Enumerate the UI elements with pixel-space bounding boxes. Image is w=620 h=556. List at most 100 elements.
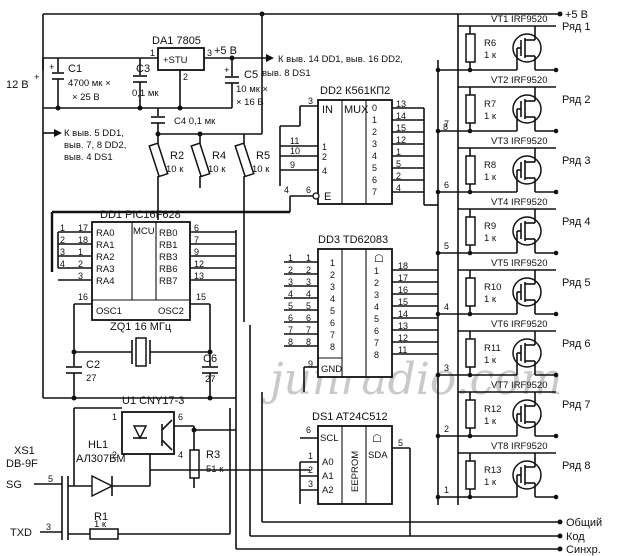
c3-value: 0,1 мк [132,88,159,99]
vt-transistor-body [512,399,542,429]
dd3-out-pin: 16 [398,285,408,295]
svg-text:☖: ☖ [372,433,382,445]
vt-gate-resistor [465,460,476,490]
c1-value-2: × 25 В [72,92,100,103]
r5-label: R5 [256,150,270,162]
vt-row-label: Ряд 6 [562,338,591,350]
dd3-in-label: 3 [330,282,335,292]
r2-value: 10 к [166,164,184,175]
vt-transistor-label: VT4 IRF9520 [491,197,548,208]
dd2-out-label: 2 [372,127,377,137]
vt-row-label: Ряд 4 [562,216,591,228]
svg-text:5: 5 [48,474,53,484]
dd3-out-label: 2 [374,278,379,288]
vt-resistor-value: 1 к [484,416,497,427]
dd3-out-label: 7 [374,338,379,348]
dd2-out-label: 7 [372,187,377,197]
dd2-addr-pin: 10 [290,146,300,156]
dd2-out-pin: 15 [396,123,406,133]
vt-resistor-label: R13 [484,465,501,476]
dd3-in-ext: 5 [288,301,293,311]
dd1-right-pin: 12 [194,259,204,269]
vt-resistor-label: R10 [484,282,501,293]
svg-text:6: 6 [178,412,183,422]
dd1-right-label: RB3 [159,252,177,263]
vt-pin: 4 [444,302,449,312]
ds1-label: DS1 AT24C512 [312,411,388,423]
dd1-right-label: RB6 [159,264,177,275]
dd3-in-ext: 7 [288,325,293,335]
note-pwr-1: К выв. 14 DD1, выв. 16 DD2, [278,54,403,65]
c2-value: 27 [86,373,97,384]
dd2-out-pin: 12 [396,135,406,145]
v12-label: 12 В [6,79,29,91]
connector-name: XS1 [14,445,35,457]
out-sync: Синхр. [566,544,601,556]
vt-row-label: Ряд 5 [562,277,591,289]
dd3-out-label: 6 [374,326,379,336]
svg-text:2: 2 [308,465,313,475]
vt-resistor-value: 1 к [484,355,497,366]
dd2-addr-label: 1 [322,142,327,152]
dd3-in-label: 1 [330,258,335,268]
svg-text:4: 4 [178,450,183,460]
dd1-mcu: DD1 PIC16F628 MCU OSC1 OSC2 16 15 RA0171… [50,209,290,321]
vt-resistor-label: R8 [484,160,496,171]
dd1-left-pin: 18 [78,235,88,245]
dd3-out-label: 8 [374,350,379,360]
dd2-addr-label: 2 [322,152,327,162]
dd1-right-label: RB1 [159,240,177,251]
dd1-right-label: RB0 [159,228,177,239]
vt-transistor-label: VT5 IRF9520 [491,258,548,269]
dd2-out-pin: 2 [396,171,401,181]
dd3-label: DD3 TD62083 [318,234,388,246]
dd3-driver: DD3 TD62083 GND 9 1112223334445556667778… [284,234,438,392]
vt-resistor-value: 1 к [484,477,497,488]
out-common: Общий [566,517,602,529]
vt-gate-resistor [465,277,476,307]
vt-transistor-label: VT3 IRF9520 [491,136,548,147]
dd1-left-label: RA4 [96,276,114,287]
r1-value: 1 к [94,519,107,530]
vt-transistor-label: VT8 IRF9520 [491,441,548,452]
dd2-out-pin: 14 [396,111,406,121]
dd3-in-ext: 1 [288,253,293,263]
svg-text:4: 4 [284,185,289,195]
vt-resistor-label: R7 [484,99,496,110]
r4-label: R4 [212,150,226,162]
svg-text:MCU: MCU [133,226,155,237]
vt-transistor-label: VT7 IRF9520 [491,380,548,391]
dd2-body [317,99,393,205]
r4-value: 10 к [208,164,226,175]
dd1-left-label: RA0 [96,228,114,239]
svg-text:2: 2 [112,450,117,460]
vt-transistor-body [512,33,542,63]
ds1-eeprom: DS1 AT24C512 SCL SDA A0 A1 A2 EEPROM ☖ 6… [299,411,411,536]
dd3-out-label: 1 [374,266,379,276]
led-name: HL1 [88,439,108,451]
dd3-in-label: 7 [330,330,335,340]
svg-text:OSC2: OSC2 [158,306,184,317]
txd-label: TXD [10,527,32,539]
svg-text:3: 3 [308,479,313,489]
dd1-right-pin: 6 [194,223,199,233]
svg-text:IN: IN [322,104,333,116]
dd3-in-pin: 5 [306,301,311,311]
dd1-right-pin: 7 [194,235,199,245]
vt-gate-resistor [465,155,476,185]
dd1-right-pin: 9 [194,247,199,257]
vt-resistor-label: R12 [484,404,501,415]
svg-text:OSC1: OSC1 [96,306,122,317]
vt-transistor-label: VT2 IRF9520 [491,75,548,86]
oscillator: ZQ1 16 МГц C2 27 C6 27 [43,303,236,401]
vt-gate-resistor [465,216,476,246]
dd1-left-pin: 17 [78,223,88,233]
dd1-left-label: RA1 [96,240,114,251]
vt-transistor-label: VT1 IRF9520 [491,14,548,25]
dd1-left-label: RA3 [96,264,114,275]
svg-text:+: + [224,65,230,76]
r3-label: R3 [206,449,220,461]
dd3-in-label: 8 [330,342,335,352]
